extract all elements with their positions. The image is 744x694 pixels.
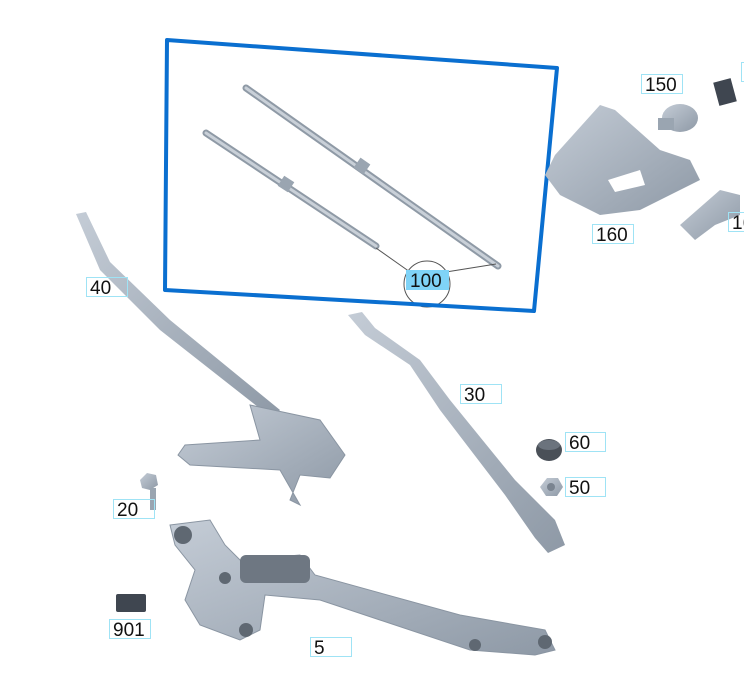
callout-60[interactable]: 60 xyxy=(565,432,606,452)
callout-16x[interactable]: 16 xyxy=(728,212,744,232)
callout-50[interactable]: 50 xyxy=(565,477,606,497)
nut-part-50[interactable] xyxy=(540,478,563,496)
sensor-cover-part-160[interactable] xyxy=(545,105,700,215)
wiper-linkage-part-5[interactable] xyxy=(169,519,556,656)
selection-frame xyxy=(163,38,559,313)
callout-100[interactable]: 100 xyxy=(406,270,449,290)
wiper-blades-part-100[interactable] xyxy=(202,84,502,308)
callout-160[interactable]: 160 xyxy=(592,224,634,244)
sensor-part-150[interactable] xyxy=(658,104,698,132)
callout-40[interactable]: 40 xyxy=(86,277,128,297)
wiper-arm-part-30[interactable] xyxy=(348,312,565,553)
cap-part-60[interactable] xyxy=(536,439,562,461)
wiper-arm-part-40[interactable] xyxy=(76,212,346,507)
callout-30[interactable]: 30 xyxy=(460,384,502,404)
callout-5[interactable]: 5 xyxy=(310,637,352,657)
connector-part-901[interactable] xyxy=(116,594,146,612)
connector-part[interactable] xyxy=(713,78,737,106)
bracket-part-16x[interactable] xyxy=(680,190,740,240)
callout-20[interactable]: 20 xyxy=(113,499,155,519)
callout-150[interactable]: 150 xyxy=(641,74,683,94)
callout-901[interactable]: 901 xyxy=(109,619,151,639)
callout-1x[interactable]: 1 xyxy=(741,62,744,82)
